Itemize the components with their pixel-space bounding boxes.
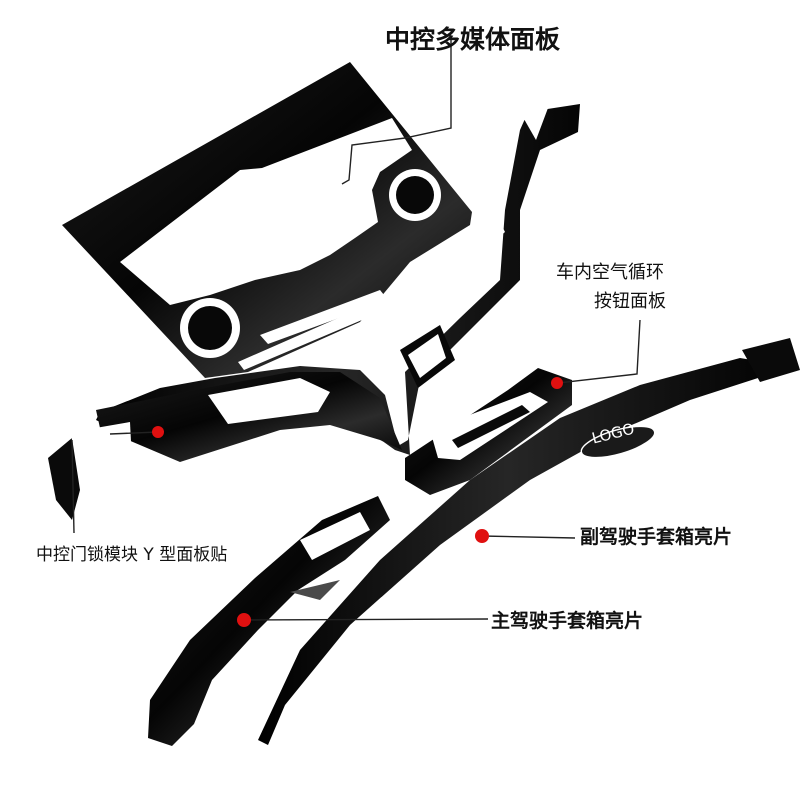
air-circulation-panel (405, 368, 572, 495)
leader-line-door (71, 439, 75, 534)
label-air-circulation-line2: 按钮面板 (594, 291, 666, 312)
marker-dot (152, 426, 164, 438)
marker-dot (237, 613, 251, 627)
leader-line-air (557, 319, 641, 384)
leader-line-passenger (481, 535, 576, 539)
label-passenger-glovebox-trim: 副驾驶手套箱亮片 (580, 526, 733, 548)
marker-dot (551, 377, 563, 389)
markers (152, 377, 563, 627)
label-driver-glovebox-trim: 主驾驶手套箱亮片 (491, 610, 644, 632)
passenger-glovebox-trim (258, 338, 800, 745)
driver-glovebox-trim (148, 496, 390, 746)
label-center-media-panel: 中控多媒体面板 (385, 25, 561, 54)
leader-lines (71, 40, 641, 621)
door-lock-y-panel (48, 104, 580, 520)
marker-dot (475, 529, 489, 543)
label-door-lock-y-panel: 中控门锁模块 Y 型面板贴 (36, 545, 228, 565)
label-air-circulation-line1: 车内空气循环 (556, 262, 664, 283)
leader-line-media (341, 40, 452, 185)
leader-line-door2 (109, 431, 159, 435)
leader-line-driver (243, 618, 489, 621)
center-media-panel (62, 62, 472, 378)
